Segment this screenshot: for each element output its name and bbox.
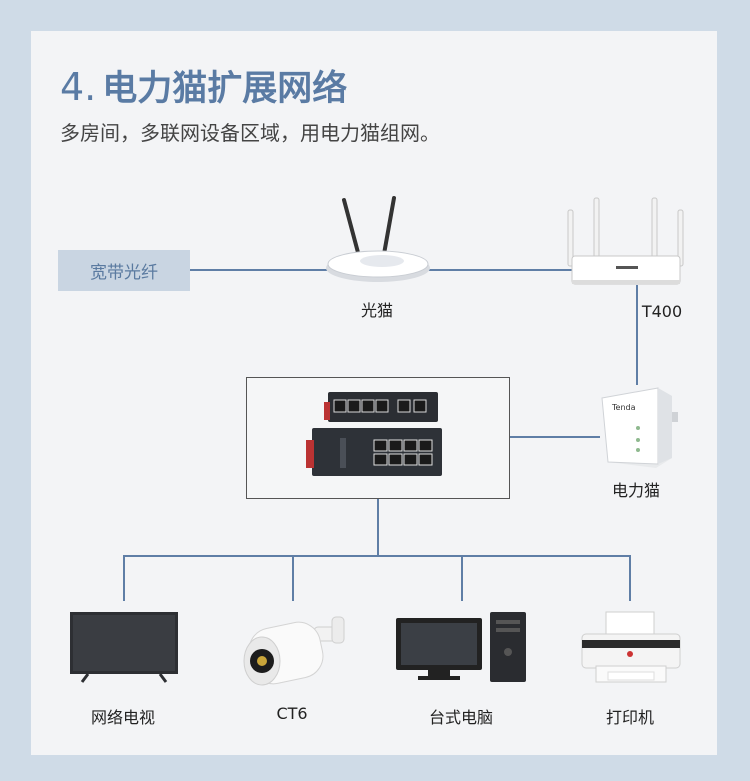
- device-label-pc: 台式电脑: [428, 708, 494, 727]
- tv-icon: [70, 612, 178, 683]
- printer-drop-line: [629, 555, 631, 601]
- device-label-camera: CT6: [276, 704, 308, 723]
- router-label: T400: [641, 302, 683, 321]
- desktop-computer-icon: [396, 612, 526, 682]
- modem-to-router-line: [428, 269, 576, 271]
- fiber-box: 宽带光纤: [58, 250, 190, 291]
- camera-drop-line: [292, 555, 294, 601]
- modem-label: 光猫: [360, 301, 394, 320]
- powerline-adapter-icon: Tenda: [601, 387, 678, 468]
- fiber-to-modem-line: [190, 269, 340, 271]
- switch-trunk-line: [377, 497, 379, 555]
- pc-drop-line: [461, 555, 463, 601]
- router-icon: [567, 197, 684, 285]
- device-label-tv: 网络电视: [90, 708, 156, 727]
- security-camera-icon: [243, 616, 345, 686]
- tv-drop-line: [123, 555, 125, 601]
- page-subtitle: 多房间，多联网设备区域，用电力猫组网。: [60, 121, 440, 145]
- device-bus-line: [123, 555, 631, 557]
- printer-icon: [581, 611, 681, 683]
- page-title: 4.电力猫扩展网络: [60, 60, 347, 111]
- section-number: 4.: [60, 65, 97, 109]
- plc-brand-text: Tenda: [611, 403, 636, 412]
- plc-label: 电力猫: [611, 481, 661, 500]
- plc-to-switch-line: [508, 436, 600, 438]
- network-switch-icon: [306, 392, 442, 476]
- device-label-printer: 打印机: [605, 708, 655, 727]
- router-to-plc-line: [636, 285, 638, 385]
- modem-icon: [326, 196, 430, 282]
- title-text: 电力猫扩展网络: [102, 69, 348, 109]
